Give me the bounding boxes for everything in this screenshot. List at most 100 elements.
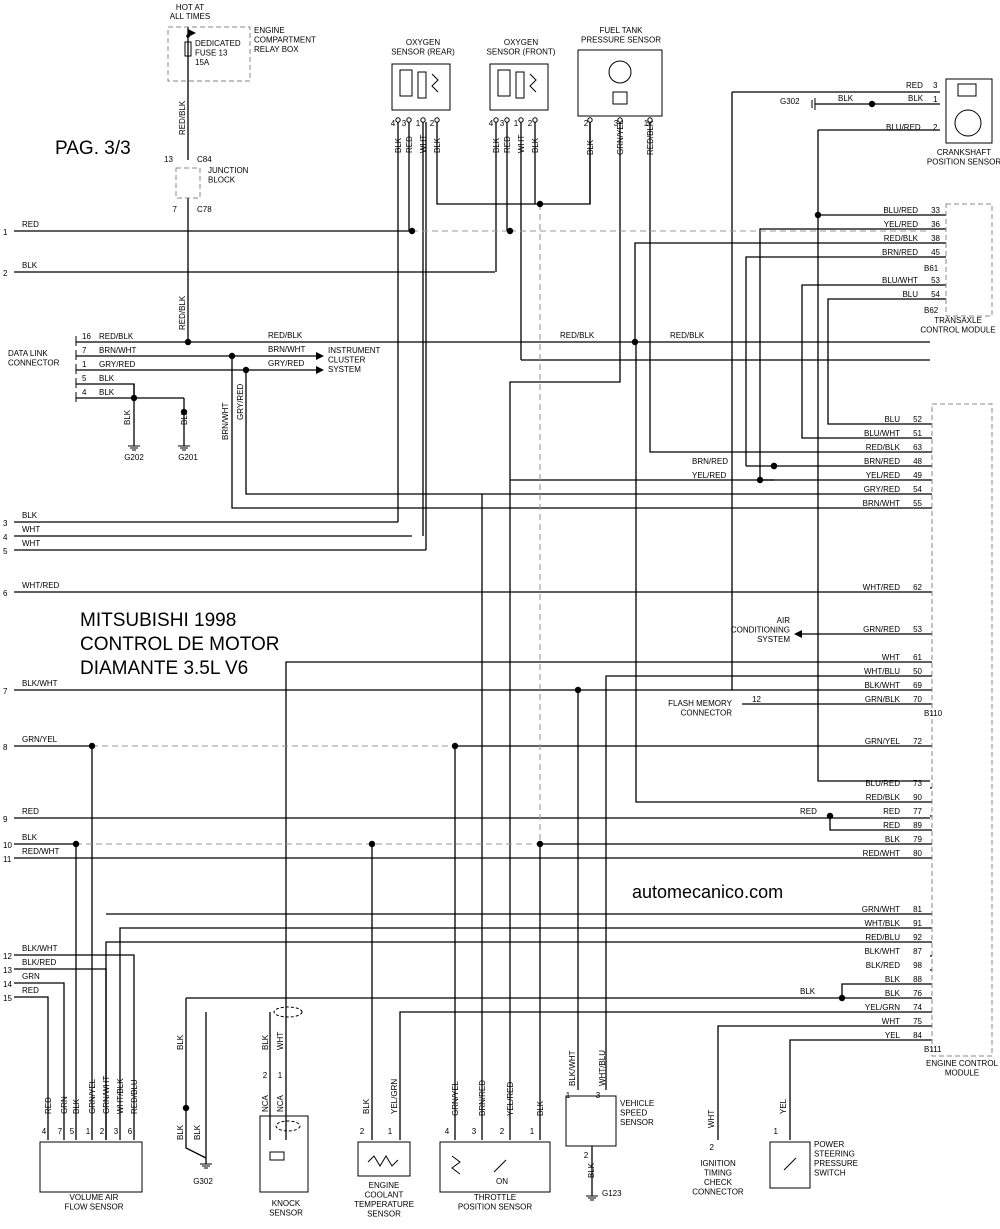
wire-label: SENSOR (FRONT) xyxy=(487,48,556,57)
wire-label: MODULE xyxy=(945,1069,979,1078)
wire-label: RED/WHT xyxy=(863,849,900,858)
wire-label: WHT xyxy=(882,653,900,662)
wire xyxy=(789,1039,930,1140)
wire-color-label: BLK xyxy=(22,511,38,520)
wire-color-label: RED/BLK xyxy=(560,331,595,340)
wire-label: WHT/BLK xyxy=(864,919,900,928)
pin-number: 1 xyxy=(774,1127,779,1136)
wire-color-label: RED/BLK xyxy=(178,295,187,330)
pin-number: 1 xyxy=(388,1127,393,1136)
splice-dot xyxy=(88,742,96,750)
fuse-label: DEDICATED xyxy=(195,39,241,48)
wire-label: TEMPERATURE xyxy=(354,1200,414,1209)
wire xyxy=(634,242,930,342)
wire-color-label: BRN/WHT xyxy=(99,346,136,355)
wire-number: 8 xyxy=(3,743,8,752)
pin-icon xyxy=(617,117,623,123)
pin-number: 50 xyxy=(913,667,922,676)
wire-label: BLK xyxy=(587,1162,596,1178)
wire-label: BLU xyxy=(902,290,918,299)
wire-number: 5 xyxy=(3,547,8,556)
wire-label: BLK xyxy=(180,409,189,425)
pin-number: 4 xyxy=(489,119,494,128)
wire-label: BRN/RED xyxy=(864,457,900,466)
o2_front-box xyxy=(489,63,549,111)
wire-label: PRESSURE SENSOR xyxy=(581,36,661,45)
wire-label: BRN/RED xyxy=(478,1080,487,1116)
pin-number: 75 xyxy=(913,1017,922,1026)
pin-icon xyxy=(518,117,524,123)
wire-label: BLK xyxy=(908,94,924,103)
cluster-label: CLUSTER xyxy=(328,356,366,365)
ac-label: CONDITIONING xyxy=(731,626,790,635)
pin-number: 54 xyxy=(913,485,922,494)
switch-icon xyxy=(493,1159,507,1173)
wire-label: CONTROL MODULE xyxy=(920,326,995,335)
relay-box-label: RELAY BOX xyxy=(254,45,299,54)
wire-label: GRN/YEL xyxy=(451,1080,460,1116)
itc-label: CONNECTOR xyxy=(692,1188,744,1197)
wire-label: THROTTLE xyxy=(474,1193,516,1202)
pin-number: 1 xyxy=(530,1127,535,1136)
wire-label: ENGINE xyxy=(369,1181,400,1190)
wire-label: YEL/RED xyxy=(884,220,918,229)
wire-color-label: RED/BLK xyxy=(670,331,705,340)
wire-number: 6 xyxy=(3,589,8,598)
wire-label: BLK xyxy=(586,139,595,155)
pin-number: 1 xyxy=(416,119,421,128)
wire-color-label: RED/BLK xyxy=(178,100,187,135)
wire xyxy=(540,122,591,205)
wire-label: RED/BLU xyxy=(130,1079,139,1114)
splice-dot xyxy=(868,100,876,108)
diagram-title: MITSUBISHI 1998 xyxy=(80,610,236,631)
wire-label: GRN/YEL xyxy=(865,737,901,746)
wire-label: POSITION SENSOR xyxy=(458,1203,532,1212)
splice-dot xyxy=(536,200,544,208)
pin-icon xyxy=(434,117,440,123)
wire xyxy=(285,661,930,1090)
pin-number: 55 xyxy=(913,499,922,508)
wire-color-label: RED xyxy=(22,220,39,229)
wire-label: BLK/WHT xyxy=(864,681,900,690)
wire-label: YEL xyxy=(885,1031,901,1040)
wire-label: BLK xyxy=(885,835,901,844)
wire-label: BLK xyxy=(536,1100,545,1116)
wire xyxy=(245,370,930,495)
wire-label: OXYGEN xyxy=(504,38,538,47)
wire-label: NCA xyxy=(276,1094,285,1112)
pin-number: 3 xyxy=(596,1091,601,1100)
wire-label: NCA xyxy=(261,1094,270,1112)
wire xyxy=(717,1025,930,1140)
wire-color-label: BLK xyxy=(99,374,115,383)
wire xyxy=(649,122,930,453)
wire-label: WHT/BLU xyxy=(598,1050,607,1086)
wire-number: 11 xyxy=(3,855,12,864)
wire-label: GRN/YEL xyxy=(616,119,625,155)
sensor-element-icon xyxy=(957,83,977,97)
splice-dot xyxy=(182,1104,190,1112)
wire-label: GRY/RED xyxy=(864,485,901,494)
pin-number: 2 xyxy=(528,119,533,128)
tps-sensor-box xyxy=(439,1141,551,1193)
wire-color-label: WHT xyxy=(22,525,40,534)
hot-label: HOT AT xyxy=(176,3,204,12)
pin-number: 45 xyxy=(931,248,940,257)
pin-number: 49 xyxy=(913,471,922,480)
junction-label: JUNCTION xyxy=(208,166,249,175)
dlc-pin-number: 16 xyxy=(82,332,91,341)
arrow-icon xyxy=(794,630,802,638)
pin-number: 52 xyxy=(913,415,922,424)
wire-label: RED xyxy=(883,807,900,816)
pin-icon xyxy=(420,117,426,123)
fuse-icon xyxy=(184,41,192,57)
wire xyxy=(436,122,540,205)
cluster-label: INSTRUMENT xyxy=(328,346,381,355)
knock-sensor-box xyxy=(259,1115,309,1193)
pin-number: 6 xyxy=(128,1127,133,1136)
pressure-element-icon xyxy=(608,60,632,84)
piezo-icon xyxy=(269,1151,285,1161)
wire-label: RED/BLK xyxy=(884,234,919,243)
wire-label: BLK xyxy=(261,1034,270,1050)
